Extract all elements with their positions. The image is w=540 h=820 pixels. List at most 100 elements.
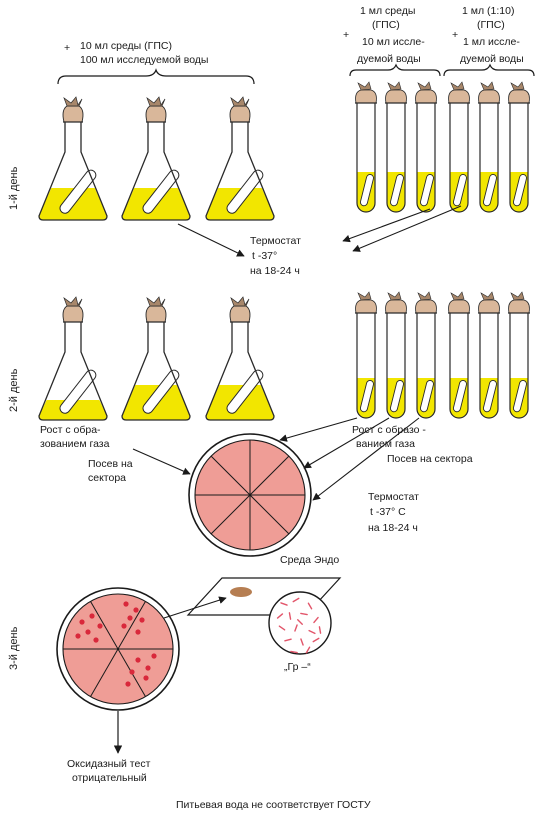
- plug-tie: [510, 291, 525, 301]
- thermostat2-time: на 18-24 ч: [368, 522, 418, 534]
- flask-inner-tube: [59, 169, 97, 214]
- durham-tube: [389, 174, 404, 207]
- flask-glass: [205, 118, 275, 221]
- durham-glass: [482, 174, 497, 207]
- sector-divider: [249, 494, 290, 535]
- plug-tie: [146, 296, 166, 307]
- test-tube: [355, 81, 377, 213]
- durham-tube: [482, 174, 497, 207]
- plug-tie: [450, 81, 465, 91]
- conclusion-text: Питьевая вода не соответствует ГОСТУ: [176, 799, 371, 811]
- gram-rod: [278, 625, 286, 631]
- gram-rod: [297, 619, 303, 625]
- cotton-plug: [415, 299, 437, 314]
- cotton-plug: [448, 299, 470, 314]
- durham-tube: [452, 174, 467, 207]
- cotton-plug: [355, 299, 377, 314]
- plug-tie: [63, 296, 83, 307]
- tube-glass: [356, 100, 376, 213]
- thermostat1-time: на 18-24 ч: [250, 265, 300, 277]
- day1-recipe-line1: 10 мл среды (ГПС): [80, 40, 172, 52]
- inner-tube-glass: [226, 169, 264, 214]
- flask-inner-tube: [142, 169, 180, 214]
- oxidase-test-line2: отрицательный: [72, 772, 147, 784]
- tube-glass: [449, 310, 469, 419]
- sector-divider: [210, 494, 251, 535]
- thermostat1-temp: t -37°: [252, 250, 277, 262]
- smear-spot: [230, 587, 252, 597]
- cotton-plug: [448, 89, 470, 104]
- durham-glass: [512, 380, 527, 413]
- gram-rod: [300, 612, 308, 616]
- plug-tie: [510, 81, 525, 91]
- test-tube: [478, 291, 500, 419]
- thermostat2-temp: t -37° C: [370, 506, 406, 518]
- gram-rod: [294, 624, 298, 632]
- cotton-plug: [229, 105, 251, 123]
- gram-rod: [313, 616, 319, 624]
- test-tube: [355, 291, 377, 419]
- durham-tube: [389, 380, 404, 413]
- brace-tubes-b: [443, 63, 535, 77]
- gas-growth-flask-line1: Рост с обра-: [40, 424, 101, 436]
- colony: [129, 669, 135, 675]
- cotton-plug: [478, 299, 500, 314]
- plug-tie: [387, 81, 402, 91]
- tube-glass: [509, 310, 529, 419]
- flask: [205, 96, 275, 221]
- plug-tie: [417, 81, 432, 91]
- day1-label: 1-й день: [8, 166, 20, 210]
- inner-tube-glass: [142, 369, 180, 414]
- tube-glass: [386, 310, 406, 419]
- tubes-a-line3: 10 мл иссле-: [362, 36, 425, 48]
- colony: [139, 617, 145, 623]
- flask-inner-tube: [142, 369, 180, 414]
- oxidase-test-line1: Оксидазный тест: [67, 758, 151, 770]
- tubes-day2: [355, 291, 530, 419]
- tube-glass: [479, 310, 499, 419]
- durham-tube: [452, 380, 467, 413]
- sector-divider: [117, 601, 146, 650]
- day1-recipe-line2: 100 мл исследуемой воды: [80, 54, 208, 66]
- durham-tube: [482, 380, 497, 413]
- cotton-plug: [478, 89, 500, 104]
- plus-sign-flasks: +: [64, 42, 70, 54]
- plus-sign-tubes-b: +: [452, 29, 458, 41]
- endo-plate-day3: [56, 587, 180, 711]
- gram-rod: [300, 638, 304, 646]
- durham-glass: [452, 380, 467, 413]
- gas-bubble: [81, 371, 95, 386]
- gram-rod: [292, 597, 300, 603]
- tubes-a-line2: (ГПС): [372, 19, 400, 31]
- flask-medium: [39, 400, 107, 420]
- plug-tie: [63, 96, 83, 107]
- durham-glass: [419, 174, 434, 207]
- endo-medium-label: Среда Эндо: [280, 554, 339, 566]
- gas-growth-flask-line2: зованием газа: [40, 438, 110, 450]
- plug-tie: [450, 291, 465, 301]
- brace-flasks: [57, 68, 255, 85]
- plug-tie: [230, 96, 250, 107]
- arrow-plate-to-slide: [163, 596, 227, 619]
- sowing-left-line1: Посев на: [88, 458, 133, 470]
- tube-glass: [479, 100, 499, 213]
- tubes-b-line3: 1 мл иссле-: [463, 36, 520, 48]
- cotton-plug: [145, 305, 167, 323]
- cotton-plug: [385, 299, 407, 314]
- colony: [79, 619, 85, 625]
- cotton-plug: [385, 89, 407, 104]
- inner-tube-glass: [59, 169, 97, 214]
- flask-inner-tube: [226, 369, 264, 414]
- gram-rod: [290, 650, 298, 654]
- tube-glass: [356, 310, 376, 419]
- day2-label: 2-й день: [8, 368, 20, 412]
- tube-glass: [509, 100, 529, 213]
- plug-tie: [357, 81, 372, 91]
- flask-glass: [38, 318, 108, 421]
- tubes-a-line1: 1 мл среды: [360, 5, 415, 17]
- test-tube: [508, 81, 530, 213]
- plug-tie: [357, 291, 372, 301]
- test-tube: [385, 291, 407, 419]
